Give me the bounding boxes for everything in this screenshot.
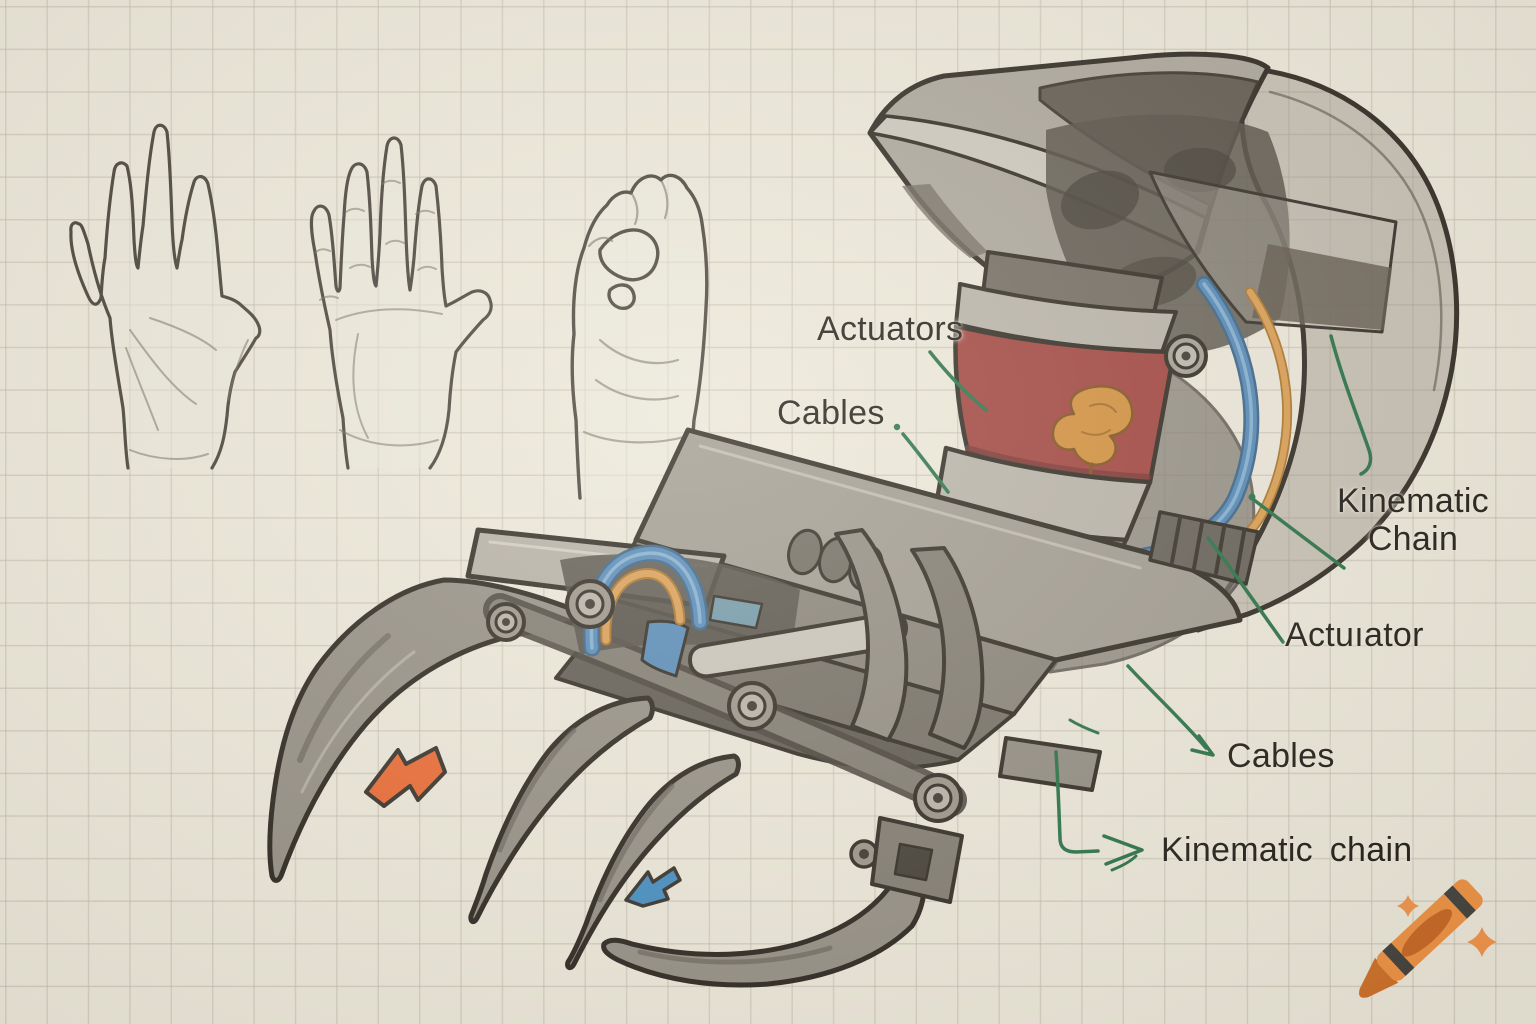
wrist-fold [582,430,690,444]
claw-middle [468,695,655,925]
finger-crease [319,295,339,301]
kinematic-bottom-leader-line [1054,750,1100,854]
cables-upper-leader-line [901,432,950,494]
kinematic-chain-leader-line [1252,498,1346,570]
elbow-rivet [1164,334,1208,378]
label-cables-upper: Cables [777,394,885,432]
teal-module [708,594,764,630]
hand-sketch-open-spread [69,123,262,470]
palm-crease [149,317,217,351]
wrist-strap-1 [834,528,909,742]
palm-crease [129,329,197,405]
label-kinematic-chain-bottom: Kinematic chain [1161,831,1413,869]
rivet-hub [1181,351,1191,361]
kinematic-bottom-arrowhead [1102,834,1144,866]
blue-motion-arrow-icon [624,866,682,908]
emblem-body [1051,385,1134,466]
joint [486,602,526,642]
crayon-band-back [1443,885,1476,919]
cables-lower-arrowhead [1190,734,1215,757]
leader-tick [1068,718,1100,735]
label-actuators: Actuators [817,310,964,348]
palm-crease [335,308,443,321]
wrist-crease [129,449,209,460]
claw-thumb-shading [637,945,833,965]
label-kinematic-chain-line2: Chain [1367,520,1459,558]
joint [565,579,615,629]
hood-underside-shadow [902,184,988,258]
finger-crease [417,265,437,271]
knuckle-fold [630,192,639,226]
palm-fold [594,378,680,401]
fist-thumb-tip [607,283,636,310]
machinery-blob [1060,170,1140,230]
hand-sketch-fist [570,173,709,500]
finger-joints [486,579,963,869]
machinery-blob [1164,148,1236,192]
cables-leader-dot [893,423,901,431]
sparkle-small-icon [1397,895,1419,917]
claw-index-highlight [300,650,416,794]
label-cables-lower: Cables [1227,737,1335,775]
thumb-bracket [870,816,964,904]
crayon-label-oval [1401,909,1452,957]
finger-crease [315,248,331,253]
wrist-ribs-right [1148,510,1260,586]
robot-arm [267,51,1460,988]
hand-outline [309,136,493,470]
claw-middle-shading [497,727,577,853]
actuators-leader-line [928,350,988,412]
actuator-leader-line [1206,536,1285,644]
forearm-tab [998,736,1102,792]
finger-crease [385,239,405,245]
rivet-small [849,839,879,869]
thumb-crease [227,339,249,401]
claw-ring [565,753,741,971]
joint [913,773,963,823]
palm-crease [352,333,369,439]
palm-crease [339,429,439,447]
kinematic-chain-leader-curve [1329,334,1373,476]
emblem-detail [1081,403,1117,436]
claw-index [267,577,593,883]
palm-fold [598,338,680,365]
finger-crease [415,209,435,215]
palm-cylinder-blue-ring [640,619,690,678]
annotation-leaders [893,334,1373,872]
claw-index-shading [297,633,391,763]
window-dark-block [1252,244,1392,330]
crayon-logo [1359,879,1497,998]
knuckle-fold [587,236,614,248]
claws [267,577,927,988]
claw-thumb [601,849,927,988]
crayon-tip [1359,957,1399,998]
label-actuator: Actuıator [1285,616,1424,654]
fist-thumb-oval [598,228,660,282]
palm-crease [125,347,159,431]
kinematic-bottom-arrow-swash [1110,854,1138,872]
label-kinematic-chain-line1: Kinematic [1337,482,1489,520]
knuckle-fold [660,180,669,220]
label-kinematic-chain: Kinematic Chain [1328,482,1498,558]
crayon-band-front [1382,942,1415,976]
bracket-hole [893,842,934,882]
shell-inner-reflection [1268,90,1443,392]
joint [727,681,777,731]
claw-ring-shading [597,783,675,903]
fist-outline [570,173,709,500]
rib-lines [1170,516,1246,580]
sparkle-large-icon [1467,927,1497,957]
hand-outline [69,123,262,470]
finger-crease [381,179,401,185]
hand-sketch-open-together [309,136,493,470]
orange-motion-arrow-icon [364,746,447,808]
wrist-strap-2 [910,546,985,750]
finger-crease [349,263,371,269]
forearm-seam-highlight [698,444,1142,570]
cables-lower-leader-line [1126,664,1208,750]
band-shadow [965,445,1151,480]
finger-crease [345,207,365,213]
